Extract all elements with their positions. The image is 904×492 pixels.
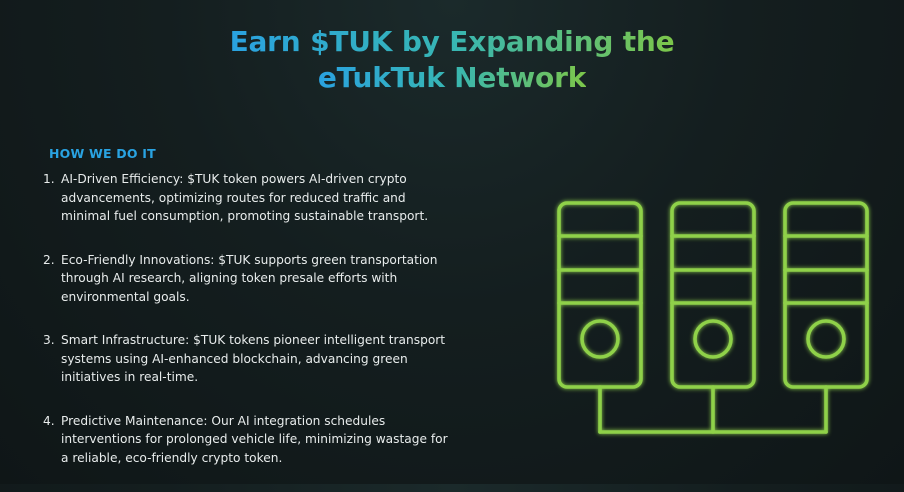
list-item: 2. Eco-Friendly Innovations: $TUK suppor… — [38, 251, 458, 307]
list-item-text: Predictive Maintenance: Our AI integrati… — [61, 413, 448, 465]
list-item-text: Smart Infrastructure: $TUK tokens pionee… — [61, 333, 446, 384]
page-title-line-1: Earn $TUK by Expanding the — [229, 25, 675, 58]
list-item-number: 1. — [43, 172, 55, 186]
server-unit-3-icon — [783, 201, 869, 434]
list-item-text: Eco-Friendly Innovations: $TUK supports … — [61, 252, 438, 304]
section-heading: HOW WE DO IT — [49, 146, 156, 161]
list-item: 1. AI-Driven Efficiency: $TUK token powe… — [38, 170, 458, 226]
list-item: 4. Predictive Maintenance: Our AI integr… — [38, 412, 458, 468]
server-network-icon — [548, 196, 878, 442]
server-unit-1-icon — [557, 201, 643, 434]
list-item-number: 2. — [43, 252, 55, 267]
page-title: Earn $TUK by Expanding the eTukTuk Netwo… — [0, 24, 904, 96]
page-title-line-2: eTukTuk Network — [317, 61, 587, 94]
how-we-do-it-list: 1. AI-Driven Efficiency: $TUK token powe… — [38, 170, 458, 492]
list-item: 3. Smart Infrastructure: $TUK tokens pio… — [38, 331, 458, 387]
server-unit-2-icon — [670, 201, 756, 434]
list-item-number: 3. — [43, 333, 55, 347]
list-item-text: AI-Driven Efficiency: $TUK token powers … — [61, 172, 429, 223]
list-item-number: 4. — [43, 413, 55, 428]
